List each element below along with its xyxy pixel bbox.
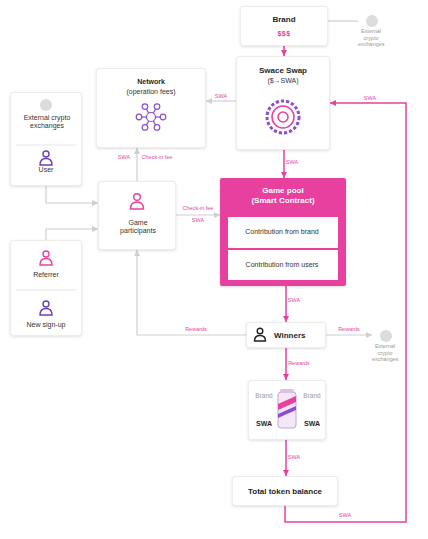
user-box: External crypto exchangesUser	[10, 92, 82, 186]
node-text: New sign-up	[11, 321, 81, 329]
node-text: Brand	[251, 392, 277, 400]
participants-box: Game participants	[98, 181, 176, 250]
person-icon	[40, 151, 52, 165]
flow-connector	[46, 229, 98, 240]
flow-connector	[285, 103, 406, 522]
node-text: Brand	[299, 392, 325, 400]
flow-connector	[206, 100, 236, 101]
flow-connector	[285, 440, 287, 476]
node-text: Referrer	[11, 271, 81, 279]
exchange-node: External crypto exchanges	[372, 328, 400, 374]
flow-label: SWA	[118, 155, 130, 161]
can-illustration	[278, 389, 296, 428]
node-text: $$$	[241, 30, 327, 38]
person-icon	[131, 194, 144, 209]
flow-connector	[46, 186, 98, 203]
node-text: Winners	[274, 331, 324, 341]
person-icon	[255, 328, 266, 341]
node-text: External crypto exchanges	[358, 28, 384, 48]
edge-label: Rewards	[338, 327, 360, 333]
node-text: Network	[97, 78, 205, 86]
network-box: Network (operation fees)	[96, 68, 206, 148]
edge-label: Check-in fee	[142, 155, 173, 161]
node-text: SWA	[251, 420, 277, 428]
referrer-box: ReferrerNew sign-up	[10, 240, 82, 336]
edge-label: SWA	[288, 298, 300, 304]
node-text: External crypto exchanges	[17, 114, 77, 131]
flow-connector	[283, 46, 285, 56]
person-icon	[40, 251, 52, 265]
edge-label: SWA	[339, 513, 351, 519]
node-text: Contribution from users	[228, 261, 336, 269]
contribution-box: Contribution from users	[228, 250, 338, 280]
edge-label: SWA	[286, 160, 298, 166]
node-text: Game participants	[113, 219, 163, 236]
flow-connector	[285, 348, 287, 380]
edge-label: SWA	[215, 94, 227, 100]
divider-line	[16, 145, 76, 146]
divider-line	[16, 290, 76, 291]
exchange-dot	[380, 330, 392, 342]
edge-label: Rewards	[288, 361, 310, 367]
exchange-node: External crypto exchanges	[358, 14, 386, 58]
swap-box: Swace Swap($→SWA)	[236, 56, 330, 150]
flow-label: SWA	[364, 96, 376, 102]
person-icon	[40, 301, 52, 315]
node-text: Swace Swap	[237, 66, 329, 76]
total-box: Total token balance	[232, 476, 338, 506]
flow-connector	[283, 150, 285, 178]
node-text: SWA	[299, 420, 325, 428]
edge-label: Check-in fee	[183, 206, 214, 212]
flow-connector	[285, 286, 287, 322]
network-icon	[136, 104, 166, 130]
winners-box: Winners	[246, 322, 326, 348]
flow-connector	[328, 20, 358, 21]
edge-label: SWA	[288, 455, 300, 461]
flow-connector	[326, 334, 372, 335]
brand-box: Brand $$$	[240, 6, 328, 46]
flow-label: SWA	[192, 218, 204, 224]
flow-connector	[176, 214, 220, 215]
exchange-dot	[366, 15, 378, 27]
exchange-dot	[40, 99, 52, 111]
can-box: Brand BrandSWA SWA	[248, 380, 326, 440]
node-text: User	[11, 166, 81, 174]
node-text: (operation fees)	[97, 88, 205, 96]
game-pool: Game pool (Smart Contract) Contribution f…	[220, 178, 346, 286]
node-text: Brand	[241, 15, 327, 25]
node-text: ($→SWA)	[237, 77, 329, 85]
node-text: Total token balance	[233, 487, 337, 497]
contribution-box: Contribution from brand	[228, 217, 338, 248]
node-text: External crypto exchanges	[372, 343, 398, 363]
edge-label: Rewards	[185, 327, 207, 333]
node-text: Game pool (Smart Contract)	[250, 186, 316, 205]
swap-icon	[267, 101, 299, 133]
node-text: Contribution from brand	[228, 228, 336, 236]
flow-connector	[136, 148, 137, 181]
